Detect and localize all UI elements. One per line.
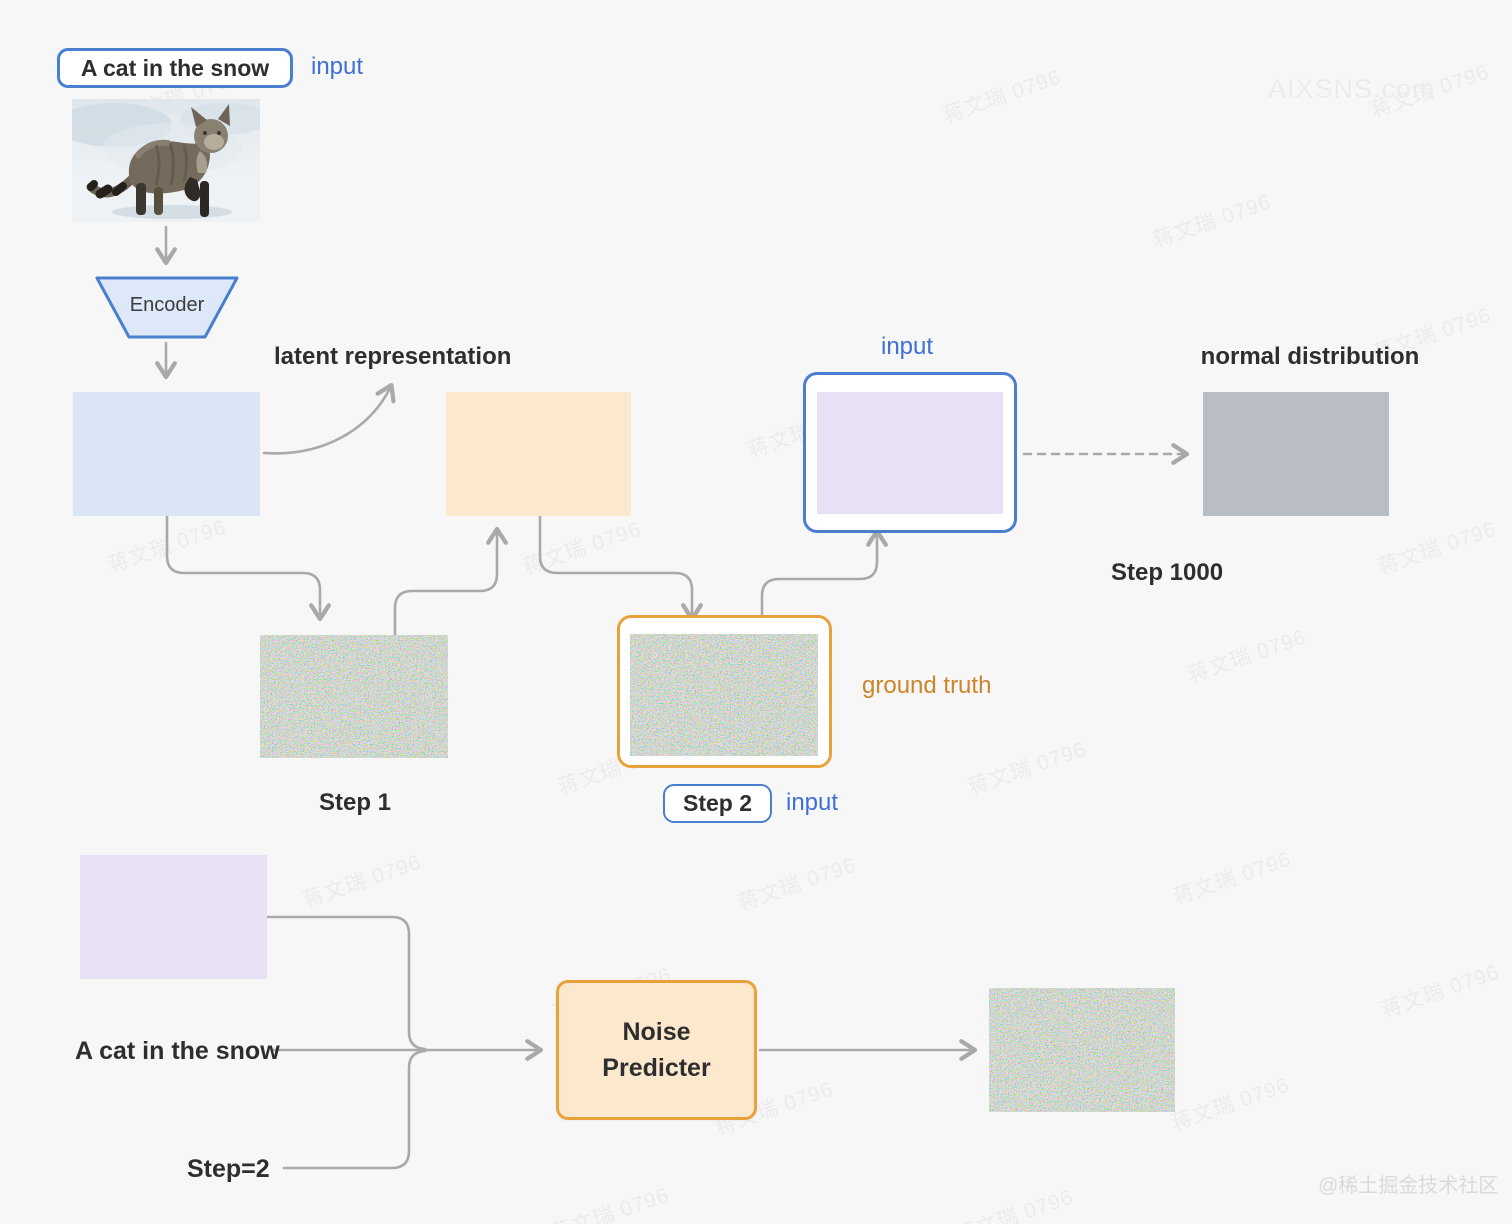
line-stepeq-to-merge	[282, 1049, 427, 1170]
ground-truth-label: ground truth	[862, 672, 992, 699]
watermark-text: 蒋文瑞 0796	[105, 515, 230, 578]
noise-predictor-box: Noise Predicter	[556, 980, 757, 1120]
training-step-label: Step=2	[187, 1155, 270, 1183]
watermark-text: 蒋文瑞 0796	[300, 850, 425, 913]
community-watermark: @稀土掘金技术社区	[1318, 1175, 1499, 1197]
encoder-shape	[92, 274, 242, 342]
watermark-text: 蒋文瑞 0796	[735, 853, 860, 916]
watermark-text: 蒋文瑞 0796	[965, 737, 1090, 800]
normal-distribution-rect	[1203, 392, 1389, 516]
input-label-step2: input	[786, 789, 839, 816]
noised-latent-step1-rect	[446, 392, 631, 516]
input-label-noised: input	[881, 333, 934, 360]
watermark-text: 蒋文瑞 0796	[1185, 625, 1310, 688]
arrow-step1-noise-to-peach	[393, 526, 508, 636]
step-1-label: Step 1	[318, 789, 392, 816]
cat-photo	[56, 99, 268, 222]
line-latentvec-to-merge	[266, 915, 427, 1051]
watermark-text: 蒋文瑞 0796	[520, 517, 645, 580]
watermark-text: 蒋文瑞 0796	[1168, 1073, 1293, 1136]
training-prompt-label: A cat in the snow	[75, 1037, 280, 1065]
watermark-text: 蒋文瑞 0796	[548, 1183, 673, 1224]
noised-latent-step2-rect	[817, 392, 1003, 514]
prompt-box: A cat in the snow	[57, 48, 293, 88]
training-latent-rect	[80, 855, 267, 979]
encoder-label: Encoder	[129, 293, 205, 316]
arrow-latent-callout	[262, 382, 396, 455]
noise-predictor-line2: Predicter	[602, 1054, 711, 1082]
watermark-text: 蒋文瑞 0796	[952, 1185, 1077, 1224]
step-1000-label: Step 1000	[1111, 559, 1224, 586]
predicted-noise-image	[989, 988, 1175, 1112]
input-label-prompt: input	[311, 53, 364, 80]
watermark-text: 蒋文瑞 0796	[1375, 517, 1500, 580]
step2-noise-image	[630, 634, 818, 756]
site-watermark: AIXSNS.com	[1268, 74, 1436, 104]
latent-representation-label: latent representation	[274, 343, 512, 370]
step1-noise-image	[260, 635, 448, 758]
watermark-text: 蒋文瑞 0796	[1378, 960, 1503, 1023]
watermark-text: 蒋文瑞 0796	[1150, 190, 1275, 253]
watermark-text: 蒋文瑞 0796	[1170, 847, 1295, 910]
step-2-box: Step 2	[663, 784, 772, 823]
normal-distribution-label: normal distribution	[1200, 343, 1420, 370]
latent-representation-rect	[73, 392, 260, 516]
watermark-text: 蒋文瑞 0796	[940, 65, 1065, 128]
noise-predictor-line1: Noise	[622, 1017, 691, 1046]
